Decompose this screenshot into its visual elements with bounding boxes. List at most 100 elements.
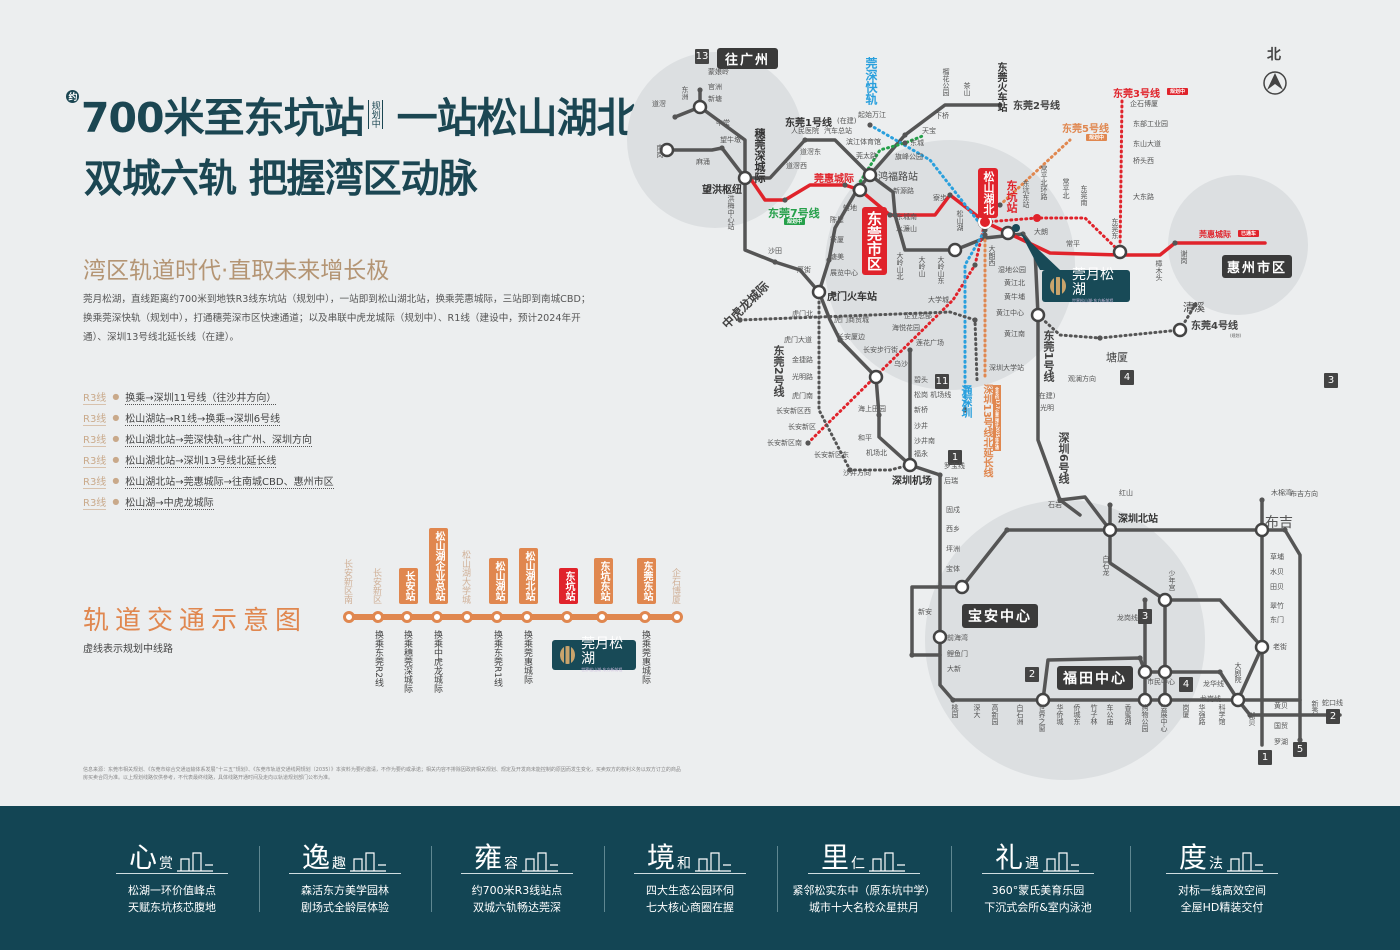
line13-west2	[698, 105, 747, 180]
to-guangzhou-label: 往广州	[717, 48, 779, 69]
interchange-icon	[1254, 639, 1270, 655]
station-node	[639, 611, 651, 623]
planned-tag: 规划中	[367, 99, 383, 129]
station-label: 虎门商贸城	[834, 316, 869, 324]
station-label: 道滘西	[786, 162, 807, 170]
opened-tag: 已通车	[1238, 230, 1260, 237]
feature-line1: 对标一线高效空间	[1178, 884, 1266, 897]
station-label: 购物公园	[1141, 704, 1149, 732]
bullet-icon: ●	[112, 455, 120, 464]
transit-map	[627, 52, 1342, 780]
station-label: 沙井方向	[843, 469, 871, 477]
dongguan-line3-label: 东莞3号线	[1113, 89, 1160, 100]
feature-divider	[431, 846, 432, 912]
station-label: 东莞南	[1080, 185, 1088, 206]
interchange-icon	[1254, 522, 1270, 538]
dongguan-line2	[817, 103, 1002, 294]
feature-divider	[777, 846, 778, 912]
dongguan-line2-vertical-label: 东莞2号线	[772, 345, 785, 397]
brand-slogan: 世界松山湖·东方新前程	[1072, 298, 1114, 303]
dongguan-line4-tag: (规划)	[1230, 333, 1242, 338]
station-label: 黄江中心	[996, 309, 1024, 317]
station-dot	[867, 122, 873, 128]
station-label: 企石博厦	[1130, 100, 1158, 108]
dongguan-line1-label: 东莞1号线	[785, 118, 832, 129]
station-label: 松山湖	[956, 210, 964, 231]
line-number-badge: 3	[1324, 373, 1338, 388]
station-label: 松山湖站	[489, 558, 508, 604]
station-label: 会展中心	[1160, 704, 1168, 732]
route-item: R3线●松山湖北站→莞深快轨→往广州、深圳方向	[83, 428, 334, 449]
station-dot	[1057, 497, 1063, 503]
station-label: 翠竹	[1270, 602, 1284, 610]
tangxia-label: 塘厦	[1106, 351, 1128, 364]
interchange-icon	[932, 629, 948, 645]
station-dot	[947, 192, 953, 198]
dongkeng-station-dot	[1033, 214, 1041, 222]
station-dot	[1297, 737, 1303, 743]
line-number-badge: 1	[948, 450, 962, 465]
interchange-icon	[1137, 664, 1153, 680]
station-label: 湿地公园	[998, 266, 1026, 274]
station-dot	[719, 145, 725, 151]
area-highlight	[627, 52, 803, 228]
interchange-icon	[659, 142, 675, 158]
feature-band	[0, 806, 1400, 950]
baoan-center-label: 宝安中心	[962, 604, 1038, 628]
station-label: 东门	[1270, 616, 1284, 624]
shenzhen-line3-diag	[1163, 598, 1342, 717]
feature-line2: 天赋东坑核芯腹地	[128, 901, 216, 914]
feature-title: 心赏	[116, 838, 228, 874]
feature-title-big: 里	[820, 841, 849, 874]
station-label: 侨城东	[1073, 704, 1081, 725]
station-label: 虎门大道	[784, 336, 812, 344]
interchange-icon	[1030, 307, 1046, 323]
feature-line2: 七大核心商圈在握	[646, 901, 734, 914]
station-label: 草埔	[1270, 553, 1284, 561]
feature-title-small: 法	[1209, 856, 1223, 872]
station-label: 东山大道	[1133, 140, 1161, 148]
songshanhu-north-label: 松山湖北	[978, 168, 998, 218]
station-label: 大朗	[1034, 228, 1048, 236]
interchange-icon	[1157, 692, 1173, 708]
guanhui-intercity	[748, 176, 1267, 257]
station-label: 宝体	[946, 565, 960, 573]
station-label: 东莞东站	[637, 558, 656, 604]
station-label: 乌沙	[894, 360, 908, 368]
line-number-badge: 3	[1138, 609, 1152, 624]
station-label: 少年宫	[1168, 570, 1176, 591]
station-label: 麻涌	[696, 158, 710, 166]
diagram-note: 虚线表示规划中线路	[83, 644, 173, 655]
planned-tag: 规划中	[1086, 134, 1108, 141]
station-label: 厚街	[797, 266, 811, 274]
route-text: 松山湖站→R1线→换乘→深圳6号线	[125, 410, 281, 426]
route-item: R3线●松山湖→中虎龙城际	[83, 491, 334, 512]
station-label: 白石洲	[1016, 704, 1024, 725]
bullet-icon: ●	[112, 434, 120, 443]
station-label: 中堂	[716, 119, 730, 127]
dongguan-line4-label: 东莞4号线	[1191, 321, 1238, 332]
headline-part-a: 700米至东坑站	[81, 94, 365, 142]
feature-title-small: 赏	[159, 856, 173, 872]
station-label: 常平	[1066, 240, 1080, 248]
feature-line-art-icon	[1227, 852, 1263, 872]
interchange-icon	[1157, 592, 1173, 608]
guanhui-intercity-label: 莞惠城际	[814, 174, 854, 185]
shenzhen-line6-label: 深圳6号线	[1057, 432, 1070, 484]
line-number-badge: 11	[935, 374, 949, 389]
station-label: 大东路	[1133, 193, 1154, 201]
feature-title: 境和	[634, 838, 746, 874]
station-dot	[887, 212, 893, 218]
shenzhen-line11-loop	[910, 585, 942, 657]
station-label: 常平北环路	[1040, 165, 1048, 200]
station-label: 长安新区西	[776, 407, 811, 415]
station-label: 罗湖	[1274, 738, 1288, 746]
station-dot	[909, 652, 915, 658]
route-item: R3线●松山湖北站→深圳13号线北延长线	[83, 449, 334, 470]
station-dot	[937, 472, 943, 478]
station-dot	[826, 257, 832, 263]
feature-title-big: 度	[1178, 841, 1207, 874]
station-label: 寮厦	[830, 236, 844, 244]
station-dot	[1217, 669, 1223, 675]
station-label: 长安站	[399, 568, 418, 604]
